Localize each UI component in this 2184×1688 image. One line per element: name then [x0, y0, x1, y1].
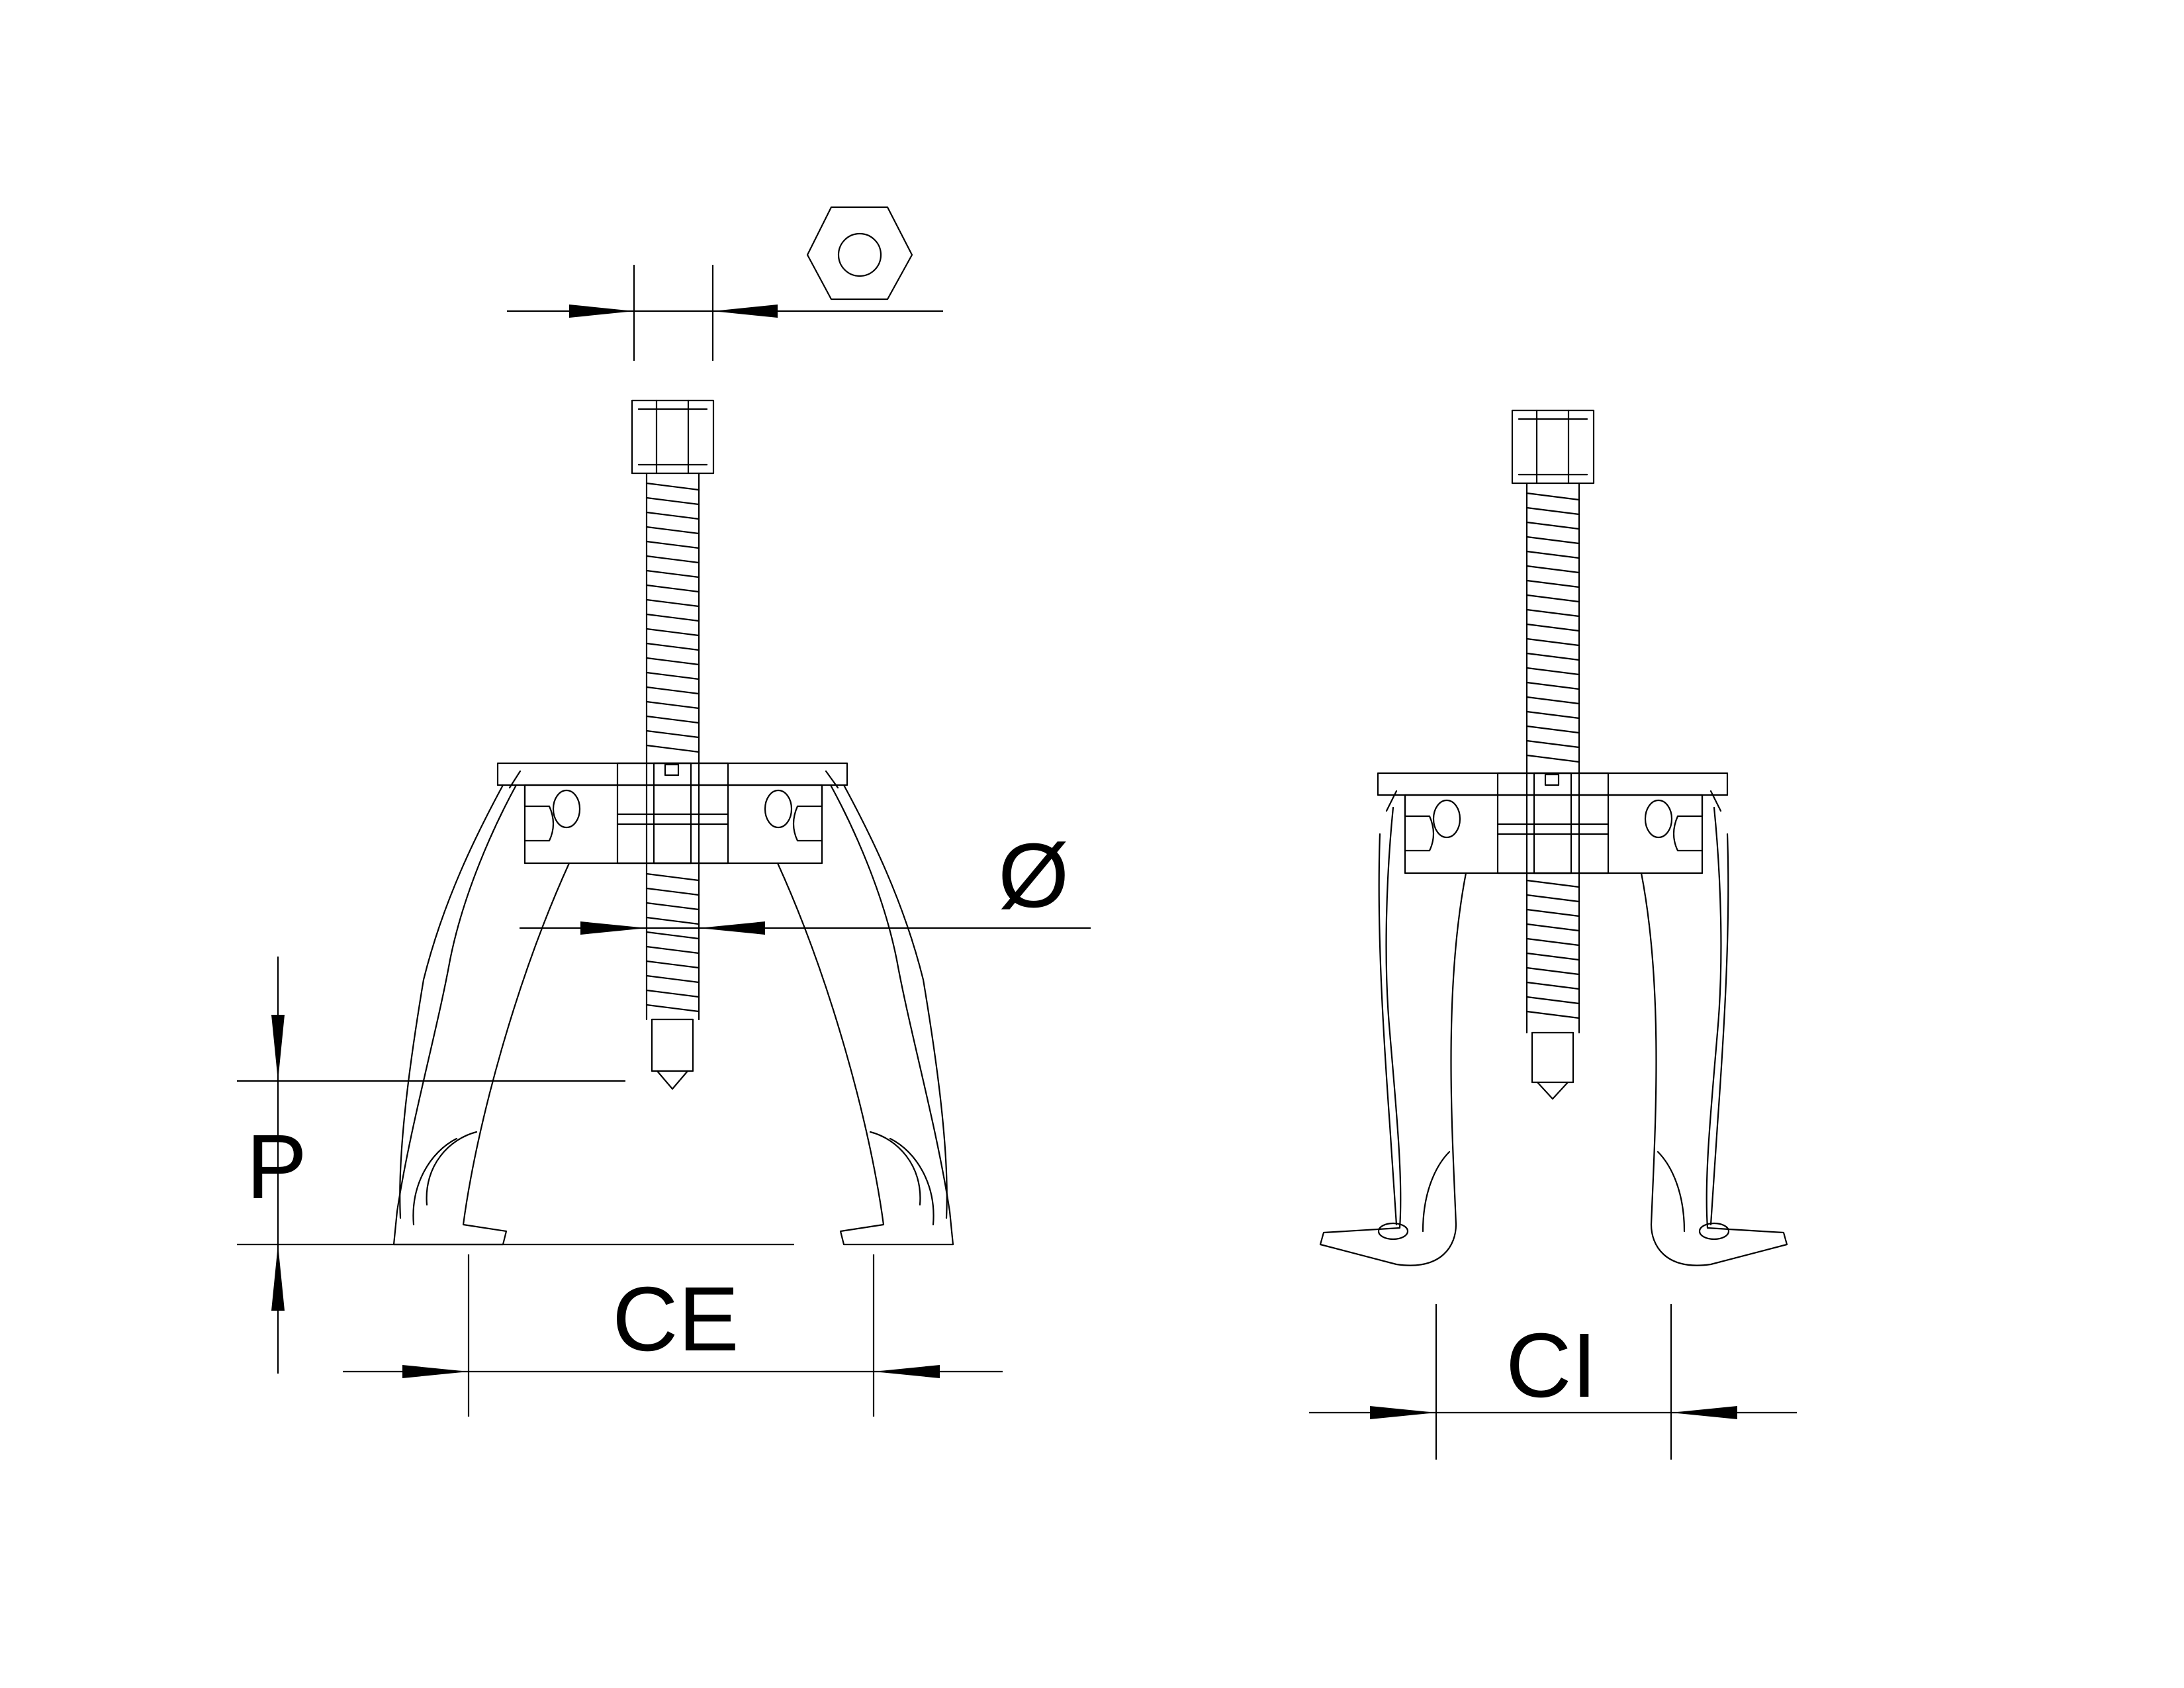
- hex-nut-icon: [806, 206, 913, 301]
- puller-internal-view: [1319, 409, 1788, 1266]
- screw-head: [1511, 409, 1595, 485]
- depth-label: P: [246, 1116, 307, 1218]
- crossbar-top: [1377, 772, 1729, 796]
- wrench-size-dimension: [507, 265, 943, 361]
- internal-capacity-dimension: CI: [1309, 1304, 1797, 1460]
- depth-dimension: P: [237, 957, 794, 1374]
- spindle-thread: [1525, 492, 1580, 1019]
- internal-capacity-label: CI: [1506, 1315, 1597, 1417]
- diameter-dimension: Ø: [520, 825, 1091, 935]
- puller-external-view: [392, 399, 954, 1246]
- spindle-thread: [645, 482, 700, 1013]
- diameter-label: Ø: [998, 825, 1069, 927]
- external-capacity-dimension: CE: [343, 1254, 1003, 1417]
- external-capacity-label: CE: [612, 1268, 739, 1370]
- crossbar-top: [496, 762, 848, 786]
- screw-head: [631, 399, 715, 475]
